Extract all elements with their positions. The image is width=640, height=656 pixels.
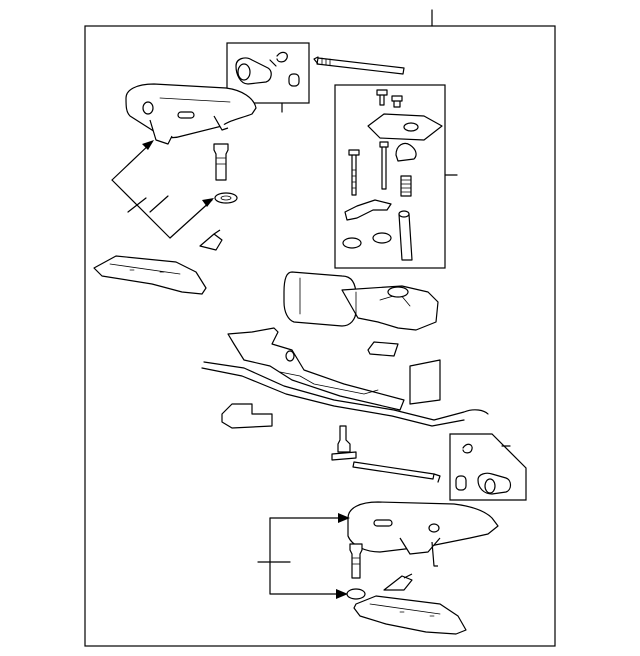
bushing (288, 73, 300, 87)
lower-kit-box (449, 433, 527, 501)
washer-2 (372, 232, 392, 244)
spring-clip (276, 51, 288, 63)
upper-washer (214, 192, 238, 204)
bolt-long-2 (379, 141, 389, 190)
lower-release-pin (331, 425, 357, 461)
sleeve-tube (398, 213, 413, 261)
lower-striker (346, 543, 366, 600)
upper-hood-latch (125, 83, 257, 145)
bumper-block (221, 403, 273, 429)
retainer-clip-lower (383, 573, 413, 591)
striker-arrow-callout (111, 140, 214, 239)
upper-mount-bracket (93, 255, 207, 295)
upper-striker (213, 143, 238, 204)
cable-bracket-assembly (201, 327, 489, 427)
lower-washer (346, 588, 366, 600)
washer-1 (342, 237, 362, 249)
lower-mount-bracket (353, 595, 467, 635)
link-arm (344, 199, 392, 221)
actuator-motor (283, 271, 439, 331)
release-rod-upper (313, 56, 405, 75)
clip-bracket (395, 142, 417, 162)
retainer-clip-upper (199, 229, 223, 251)
release-rod-lower (352, 461, 441, 483)
lower-striker-callout (257, 513, 350, 599)
cable-block (367, 341, 399, 357)
actuator-kit-box (334, 84, 458, 269)
